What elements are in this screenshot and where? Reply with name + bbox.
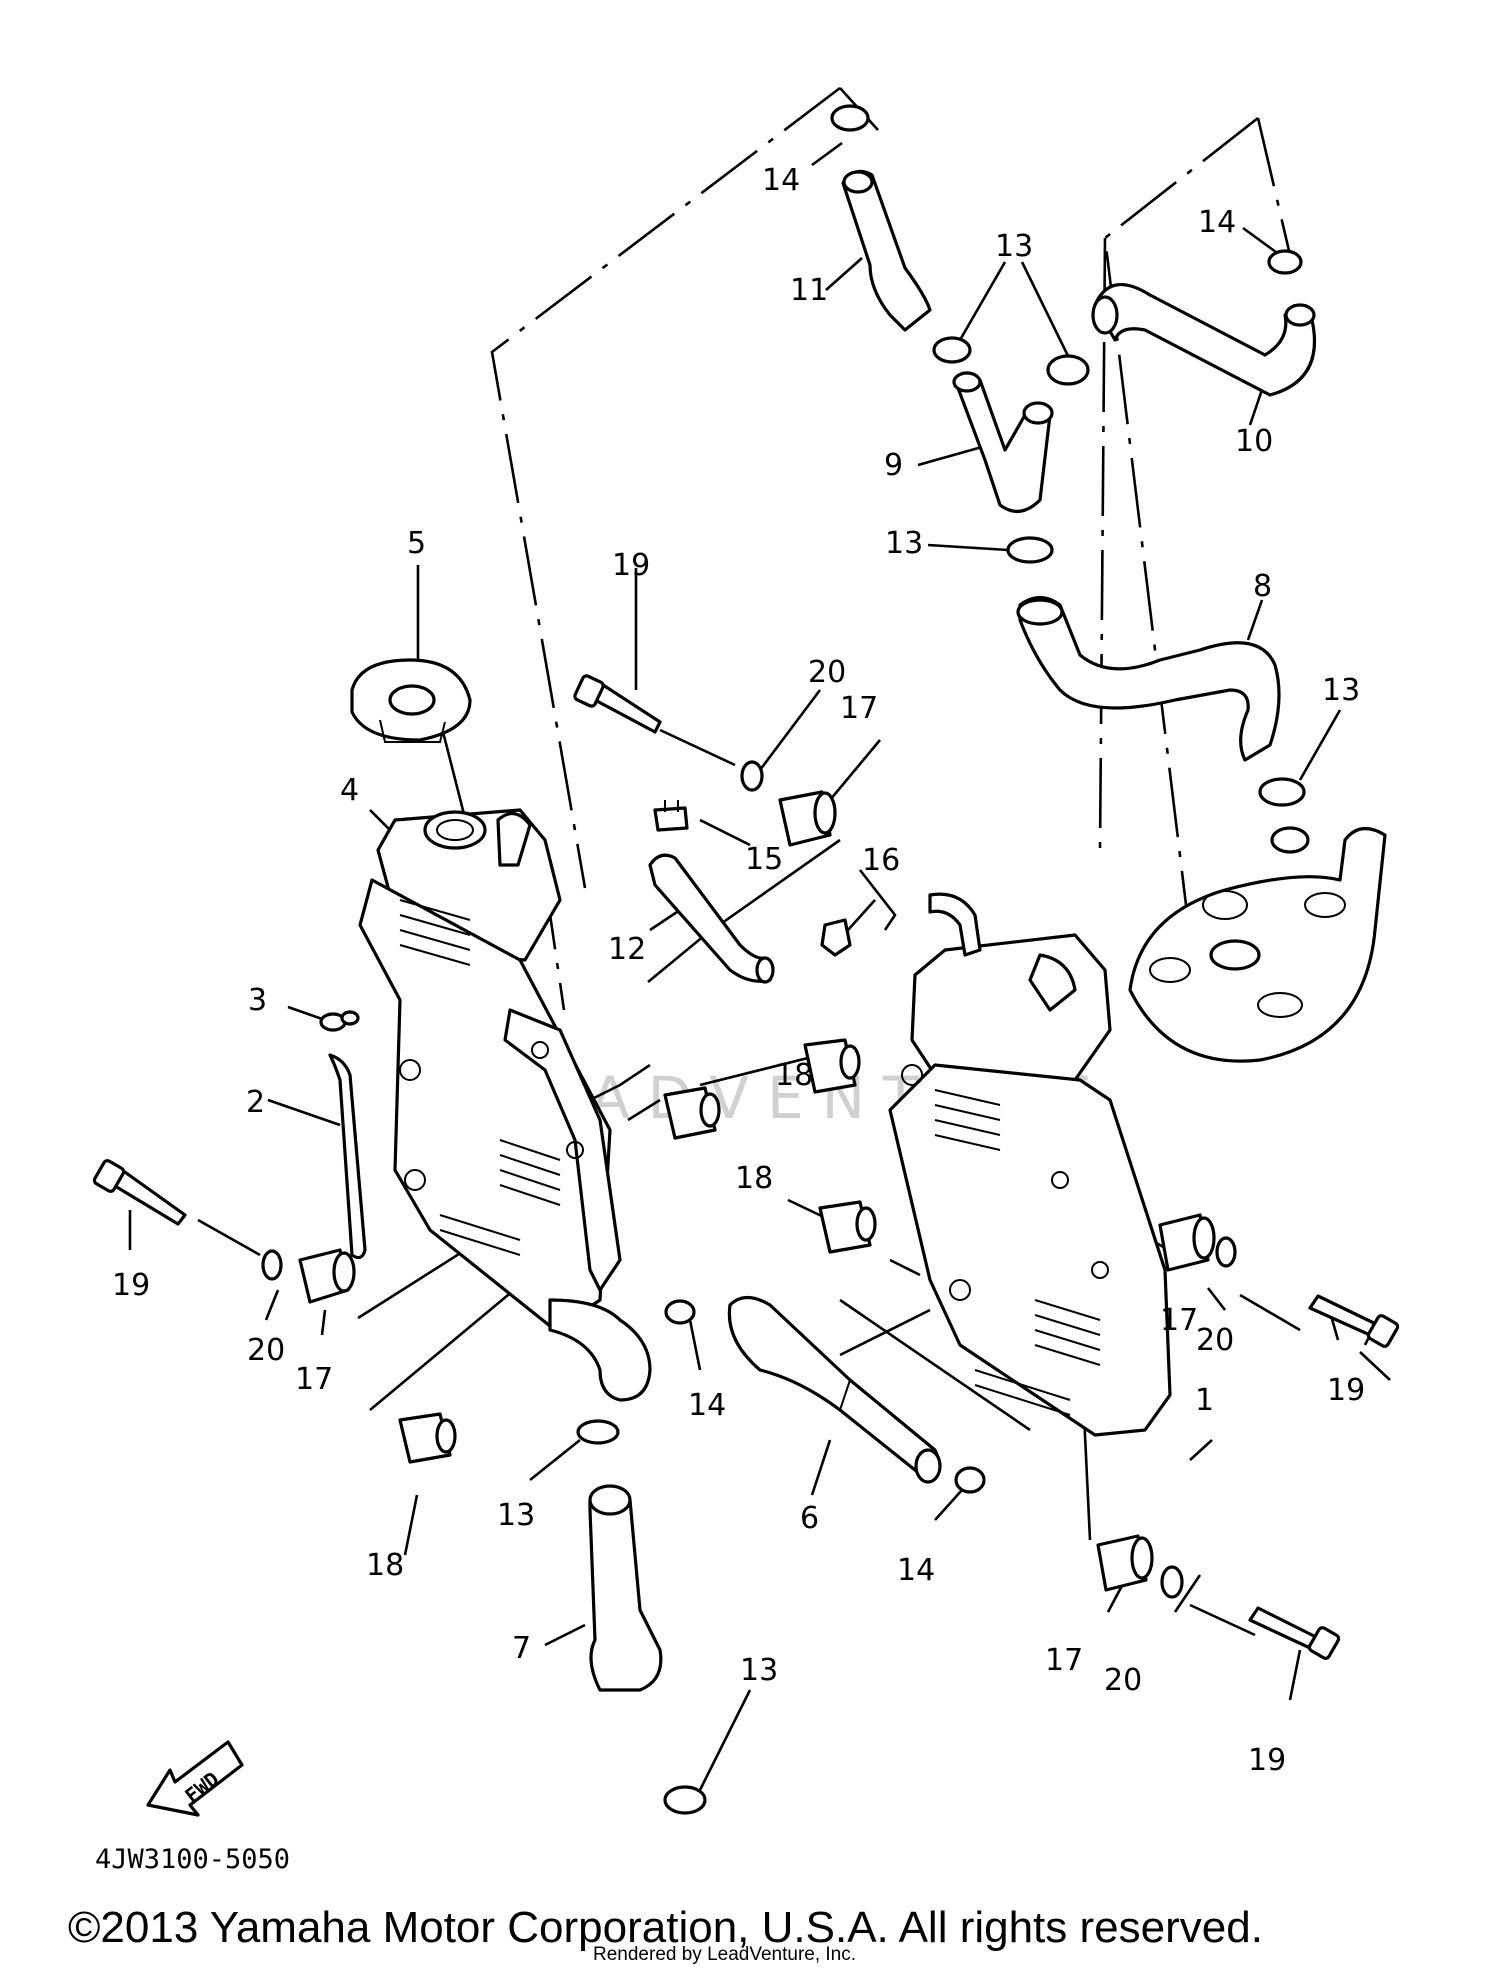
callout-20-left: 20 (247, 1333, 285, 1368)
diagram-code: 4JW3100-5050 (95, 1844, 290, 1875)
clamp-part-15 (653, 800, 689, 832)
right-radiator-part (888, 892, 1172, 1437)
callout-12: 12 (608, 932, 646, 967)
callout-4: 4 (340, 773, 359, 808)
callout-6: 6 (800, 1501, 819, 1536)
callout-11: 11 (790, 273, 828, 308)
callout-14-right: 14 (1198, 205, 1236, 240)
callout-15: 15 (745, 842, 783, 877)
callout-1: 1 (1195, 1383, 1214, 1418)
grommets-part-17 (298, 790, 1216, 1592)
callout-13-top: 13 (995, 229, 1033, 264)
right-radiator-fins (934, 1089, 1101, 1416)
callout-5: 5 (407, 526, 426, 561)
callout-9: 9 (884, 448, 903, 483)
callout-19-left: 19 (112, 1268, 150, 1303)
callout-labels: 1 2 3 4 5 6 7 8 9 10 11 12 13 13 13 13 1… (112, 163, 1365, 1778)
hose-part-2 (328, 1053, 367, 1260)
left-radiator-fins (399, 899, 561, 1256)
callout-18-center: 18 (775, 1058, 813, 1093)
fwd-arrow-icon: FWD (146, 1740, 244, 1817)
radiator-cap-part (350, 658, 472, 743)
callout-13-right: 13 (1322, 673, 1360, 708)
callout-13-mid: 13 (885, 526, 923, 561)
hose-part-12 (648, 853, 775, 984)
callout-20-right: 20 (1196, 1323, 1234, 1358)
callout-18-right: 18 (735, 1161, 773, 1196)
callout-16: 16 (862, 843, 900, 878)
callout-13-bottom: 13 (740, 1653, 778, 1688)
left-radiator-part (358, 808, 652, 1402)
clip-part-3 (319, 1010, 360, 1032)
callout-14-left: 14 (688, 1388, 726, 1423)
callout-18-lower: 18 (366, 1548, 404, 1583)
callout-19-lower: 19 (1248, 1743, 1286, 1778)
callout-17-top: 17 (840, 691, 878, 726)
callout-14-top: 14 (762, 163, 800, 198)
hose-part-10 (1091, 283, 1317, 397)
hose-part-8 (1016, 595, 1281, 762)
fitting-part-16 (820, 918, 852, 957)
washers-part-20 (261, 760, 1237, 1599)
callout-3: 3 (248, 983, 267, 1018)
hose-part-6 (727, 1295, 942, 1484)
callout-7: 7 (512, 1631, 531, 1666)
hose-part-11 (841, 169, 932, 332)
callout-10: 10 (1235, 424, 1273, 459)
callout-8: 8 (1253, 569, 1272, 604)
cylinder-head-part (1128, 826, 1387, 1063)
collars-part-18 (398, 1038, 877, 1464)
callout-20-lower: 20 (1104, 1663, 1142, 1698)
rendered-by-credit: Rendered by LeadVenture, Inc. (593, 1944, 856, 1965)
callout-20-top: 20 (808, 655, 846, 690)
callout-14-lower: 14 (897, 1553, 935, 1588)
callout-19-top: 19 (612, 548, 650, 583)
callout-13-lower: 13 (497, 1498, 535, 1533)
callout-17-right: 17 (1160, 1303, 1198, 1338)
callout-19-right: 19 (1327, 1373, 1365, 1408)
callout-2: 2 (246, 1085, 265, 1120)
hose-clamps (576, 104, 1306, 1815)
copyright-notice: ©2013 Yamaha Motor Corporation, U.S.A. A… (68, 1903, 1263, 1952)
hose-part-7 (588, 1484, 663, 1692)
bolts-part-19 (92, 674, 1400, 1660)
fitting-part-9 (952, 371, 1054, 513)
callout-17-left: 17 (295, 1362, 333, 1397)
callout-17-lower: 17 (1045, 1643, 1083, 1678)
